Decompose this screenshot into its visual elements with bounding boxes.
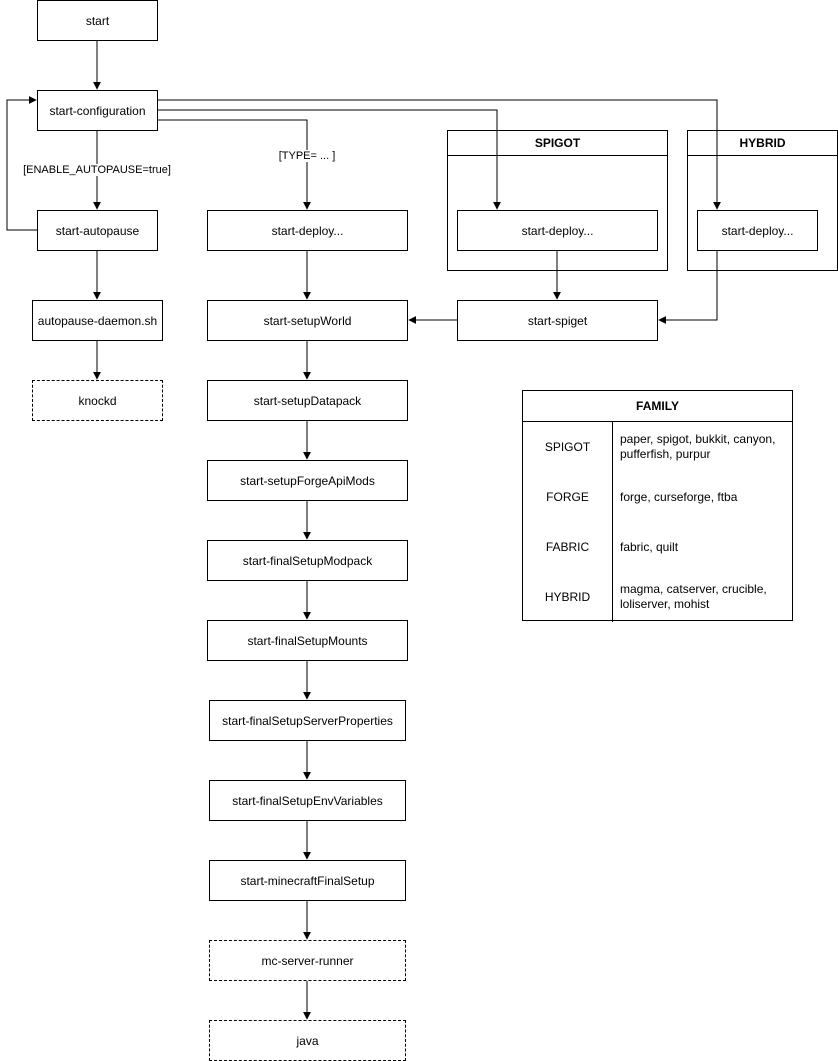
node-start-setupforgeapimods[interactable]: start-setupForgeApiMods <box>207 460 408 501</box>
family-key: FORGE <box>546 490 589 504</box>
family-row-spigot: SPIGOT paper, spigot, bukkit, canyon, pu… <box>523 422 792 472</box>
family-value: paper, spigot, bukkit, canyon, pufferfis… <box>620 432 776 461</box>
group-hybrid-title: HYBRID <box>688 131 837 156</box>
family-key: SPIGOT <box>544 440 591 454</box>
node-start-finalsetupserverproperties[interactable]: start-finalSetupServerProperties <box>209 700 406 741</box>
edge-hybrid-deploy-spiget <box>658 250 718 324</box>
family-row-hybrid: HYBRID magma, catserver, crucible, lolis… <box>523 572 792 622</box>
edge-config-deploy <box>157 119 311 210</box>
node-start-spiget[interactable]: start-spiget <box>457 300 658 341</box>
family-row-forge: FORGE forge, curseforge, ftba <box>523 472 792 522</box>
family-key: FABRIC <box>545 540 590 554</box>
edge-config-hybrid-deploy <box>157 99 721 210</box>
node-start-finalsetupmodpack[interactable]: start-finalSetupModpack <box>207 540 408 581</box>
node-mc-server-runner[interactable]: mc-server-runner <box>209 940 406 981</box>
node-start-deploy[interactable]: start-deploy... <box>207 210 408 251</box>
group-spigot: SPIGOT <box>447 130 668 271</box>
node-spigot-start-deploy[interactable]: start-deploy... <box>457 210 658 251</box>
family-table-divider <box>612 422 613 622</box>
family-table: FAMILY SPIGOT paper, spigot, bukkit, can… <box>522 390 793 622</box>
node-autopause-daemon[interactable]: autopause-daemon.sh <box>32 300 163 341</box>
edge-config-spigot-deploy <box>157 109 501 210</box>
family-value: magma, catserver, crucible, loliserver, … <box>620 582 767 611</box>
edge-label-enable-autopause: [ENABLE_AUTOPAUSE=true] <box>22 164 172 176</box>
node-start-autopause[interactable]: start-autopause <box>37 210 158 251</box>
node-start-configuration[interactable]: start-configuration <box>37 90 158 131</box>
node-knockd[interactable]: knockd <box>32 380 163 421</box>
node-start-setupworld[interactable]: start-setupWorld <box>207 300 408 341</box>
node-java[interactable]: java <box>209 1020 406 1061</box>
family-table-body: SPIGOT paper, spigot, bukkit, canyon, pu… <box>523 422 792 622</box>
family-value: forge, curseforge, ftba <box>620 489 738 504</box>
edge-autopause-config-loop <box>6 96 37 231</box>
node-start-minecraftfinalsetup[interactable]: start-minecraftFinalSetup <box>209 860 406 901</box>
edge-label-type: [TYPE= ... ] <box>277 150 337 162</box>
family-table-title: FAMILY <box>523 391 792 422</box>
node-start-finalsetupmounts[interactable]: start-finalSetupMounts <box>207 620 408 661</box>
node-start-setupdatapack[interactable]: start-setupDatapack <box>207 380 408 421</box>
node-hybrid-start-deploy[interactable]: start-deploy... <box>697 210 818 251</box>
family-row-fabric: FABRIC fabric, quilt <box>523 522 792 572</box>
family-value: fabric, quilt <box>620 539 679 554</box>
node-start-finalsetupenvvariables[interactable]: start-finalSetupEnvVariables <box>209 780 406 821</box>
family-key: HYBRID <box>544 590 591 604</box>
node-start[interactable]: start <box>37 0 158 41</box>
group-spigot-title: SPIGOT <box>448 131 667 156</box>
